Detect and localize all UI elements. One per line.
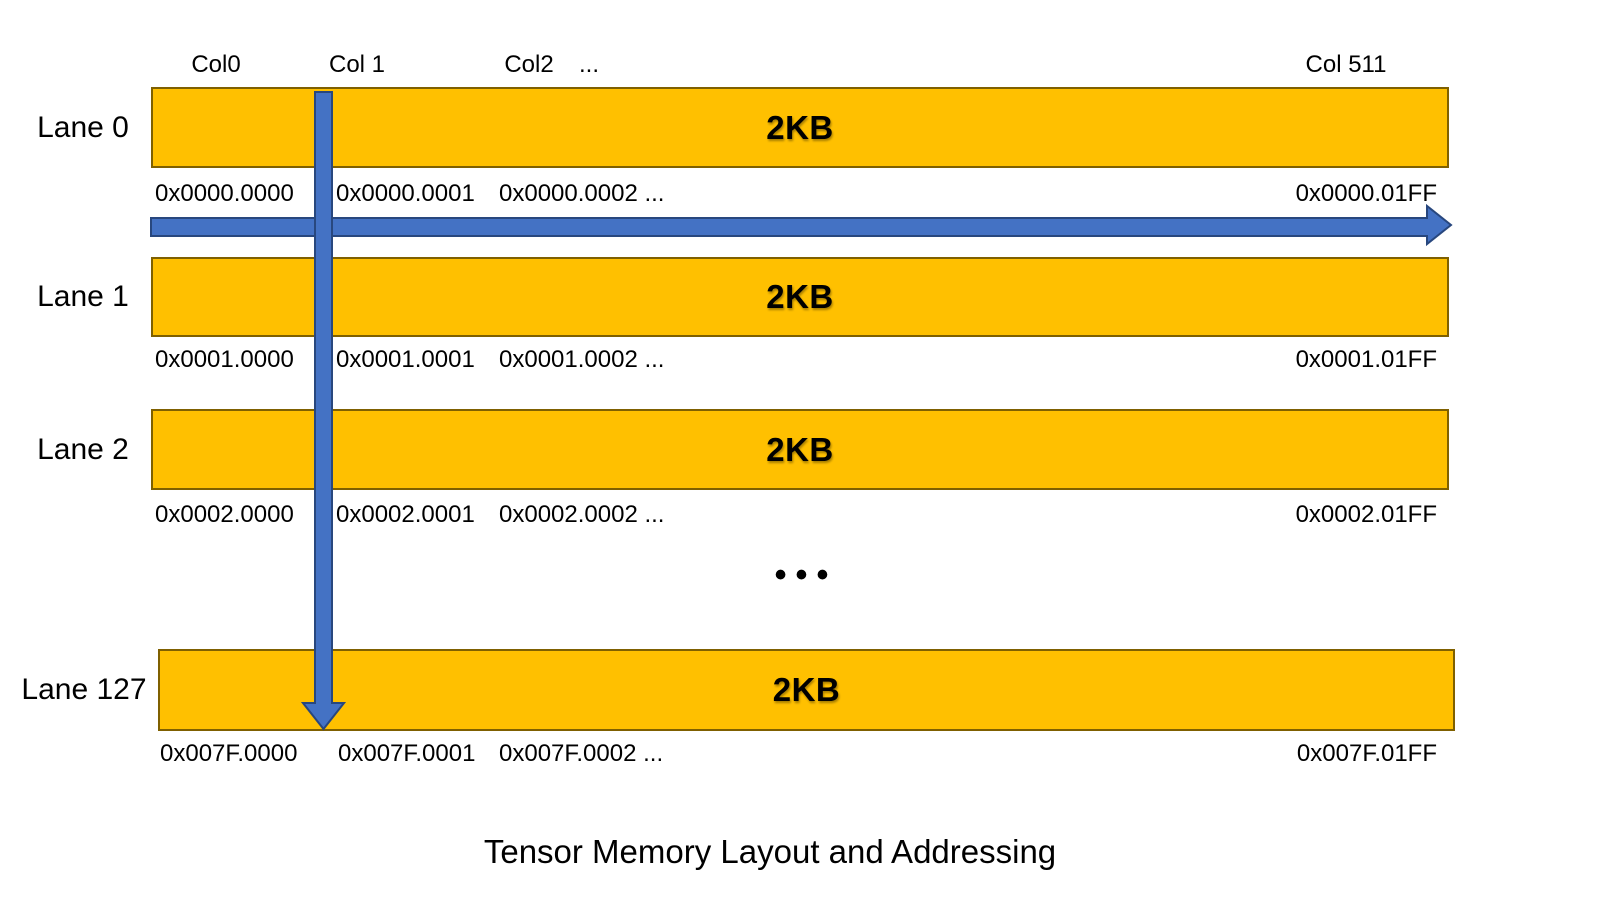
lane-1-capacity: 2KB: [766, 278, 834, 315]
diagram-title: Tensor Memory Layout and Addressing: [483, 833, 1057, 870]
lane-127-address-col2: 0x007F.0002 ...: [499, 740, 664, 767]
lane-127-label: Lane 127: [21, 673, 147, 706]
lane-127-address-col1: 0x007F.0001: [338, 740, 476, 767]
lane-0-address-col511: 0x0000.01FF: [1295, 180, 1437, 207]
column-header-col0: Col0: [191, 51, 241, 78]
lane-0-address-col1: 0x0000.0001: [336, 180, 475, 207]
lane-2-address-col2: 0x0002.0002 ...: [499, 501, 665, 528]
lane-0-capacity: 2KB: [766, 108, 834, 146]
lane-127-address-col511: 0x007F.01FF: [1296, 740, 1437, 767]
lane-0-address-col0: 0x0000.0000: [155, 180, 294, 207]
lane-1-address-col2: 0x0001.0002 ...: [499, 346, 665, 373]
lane-1-address-col511: 0x0001.01FF: [1295, 346, 1437, 373]
column-header-col511: Col 511: [1305, 51, 1387, 78]
hidden-lanes-ellipsis: •••: [774, 556, 838, 594]
lane-2-address-col0: 0x0002.0000: [155, 501, 294, 528]
horizontal-address-arrow-icon: [150, 203, 1453, 247]
lane-1-label: Lane 1: [37, 280, 129, 313]
lane-127-bar: 2KB: [158, 649, 1455, 731]
lane-0-address-col2: 0x0000.0002 ...: [499, 180, 665, 207]
vertical-lane-arrow-icon: [301, 91, 347, 731]
lane-2-bar: 2KB: [151, 409, 1449, 490]
lane-0-bar: 2KB: [151, 87, 1449, 168]
lane-2-label: Lane 2: [37, 432, 129, 466]
column-header-col2: Col2: [504, 51, 554, 78]
lane-2-address-col511: 0x0002.01FF: [1295, 501, 1437, 528]
lane-1-bar: 2KB: [151, 257, 1449, 337]
lane-0-label: Lane 0: [37, 110, 129, 144]
column-header-col1: Col 1: [328, 51, 386, 78]
lane-1-address-col1: 0x0001.0001: [336, 346, 475, 373]
lane-2-capacity: 2KB: [766, 430, 834, 468]
lane-127-capacity: 2KB: [772, 671, 841, 708]
column-header-ellipsis: ...: [578, 51, 600, 78]
lane-1-address-col0: 0x0001.0000: [155, 346, 294, 373]
lane-2-address-col1: 0x0002.0001: [336, 501, 475, 528]
lane-127-address-col0: 0x007F.0000: [160, 740, 298, 767]
